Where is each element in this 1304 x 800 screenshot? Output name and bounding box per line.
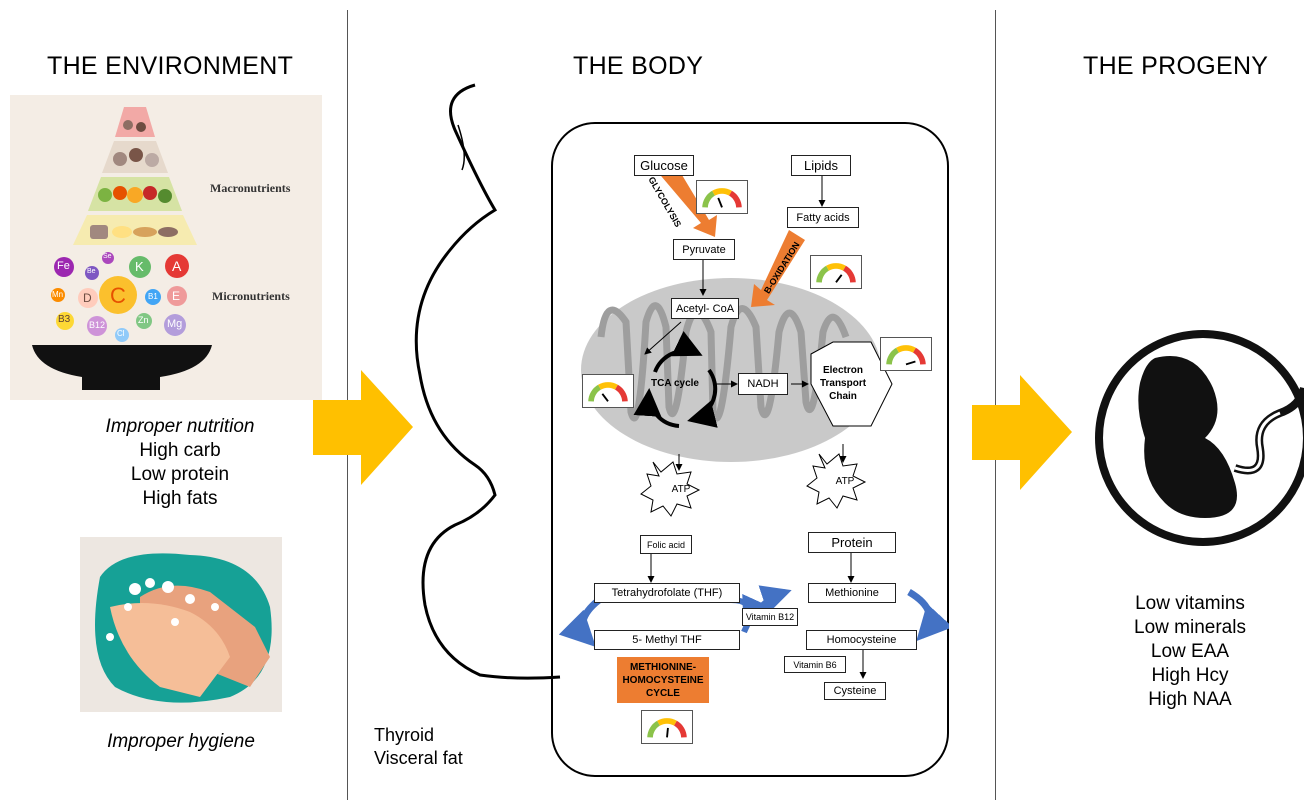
cycle-label-line: CYCLE [646,687,680,699]
outcome-item: High NAA [1148,689,1232,710]
node-methionine: Methionine [808,583,896,603]
gauge-icon-glycolysis [696,180,748,214]
nutrient-b12: B12 [89,320,106,330]
environment-title: THE ENVIRONMENT [47,52,294,80]
nutrient-e: E [172,289,181,303]
node-protein: Protein [808,532,896,553]
body-title: THE BODY [573,52,704,80]
nutrition-line: Low protein [130,464,230,485]
metabolism-diagram-graphics [558,160,949,679]
nutrition-line: High fats [142,488,218,509]
label-atp-tca: ATP [671,484,691,495]
metabolism-panel [551,122,949,777]
etc-line: Transport [819,378,867,389]
outcome-item: High Hcy [1151,665,1229,686]
node-pyruvate: Pyruvate [673,239,735,260]
gauge-icon-etc [880,337,932,371]
handwashing-icon [95,553,272,703]
body-silhouette [414,83,561,680]
nutrient-b1: B1 [148,292,158,301]
label-methionine-homocysteine-cycle: METHIONINE- HOMOCYSTEINE CYCLE [617,657,709,703]
cycle-label-line: METHIONINE- [629,661,697,673]
nutrition-line: High carb [139,440,221,461]
macronutrients-label: Macronutrients [210,181,291,195]
gauge-icon-methionine-cycle [641,710,693,744]
nutrition-caption: Improper nutrition High carb Low protein… [60,415,300,511]
fetus-icon [1095,330,1304,546]
label-tca-cycle: TCA cycle [651,378,699,389]
nutrient-fe: Fe [57,260,70,272]
node-folic-acid: Folic acid [640,535,692,554]
progeny-outcomes: Low vitamins Low minerals Low EAA High H… [1115,592,1265,712]
outcome-item: Low EAA [1150,641,1230,662]
nutrient-k: K [135,259,144,274]
nutrient-mn: Mn [52,290,64,299]
cycle-label-line: HOMOCYSTEINE [622,674,704,686]
nutrient-cl: Cl [117,329,125,338]
etc-line: Chain [829,391,857,402]
node-vitamin-b6: Vitamin B6 [784,656,846,673]
nutrient-be: Be [87,268,96,275]
label-atp-etc: ATP [835,476,855,487]
node-vitamin-b12: Vitamin B12 [742,608,798,626]
nutrient-a: A [172,258,182,274]
node-homocysteine: Homocysteine [806,630,917,650]
nutrient-c: C [110,283,126,308]
hygiene-illustration [80,537,282,712]
gauge-icon-beta-oxidation [810,255,862,289]
side-note-thyroid: Thyroid [374,725,435,745]
arrow-body-to-progeny [972,375,1072,490]
nutrient-zn: Zn [138,315,149,325]
node-nadh: NADH [738,373,788,395]
node-methyl-thf: 5- Methyl THF [594,630,740,650]
node-glucose: Glucose [634,155,694,176]
progeny-title: THE PROGENY [1083,52,1269,80]
nutrient-mg: Mg [167,318,183,330]
arrow-environment-to-body [313,370,413,485]
etc-line: Electron [822,365,863,376]
node-fatty-acids: Fatty acids [787,207,859,228]
nutrition-title: Improper nutrition [105,416,255,437]
nutrient-se: Se [103,253,112,260]
nutrient-b3: B3 [58,314,71,325]
body-side-notes: Thyroid Visceral fat [374,724,463,770]
side-note-visceral-fat: Visceral fat [374,748,463,768]
node-thf: Tetrahydrofolate (THF) [594,583,740,603]
nutrient-d: D [83,291,92,305]
nutrition-panel: Fe Be Se K A Mn D C B1 E B3 B12 Cl Zn Mg… [10,95,322,400]
node-lipids: Lipids [791,155,851,176]
gauge-icon-tca [582,374,634,408]
outcome-item: Low vitamins [1135,593,1245,614]
node-cysteine: Cysteine [824,682,886,700]
label-electron-transport-chain: Electron Transport Chain [813,364,873,403]
hygiene-caption: Improper hygiene [107,731,255,752]
micronutrients-label: Micronutrients [212,289,290,303]
food-pyramid-illustration [32,107,212,390]
outcome-item: Low minerals [1134,617,1246,638]
node-acetyl-coa: Acetyl- CoA [671,298,739,319]
